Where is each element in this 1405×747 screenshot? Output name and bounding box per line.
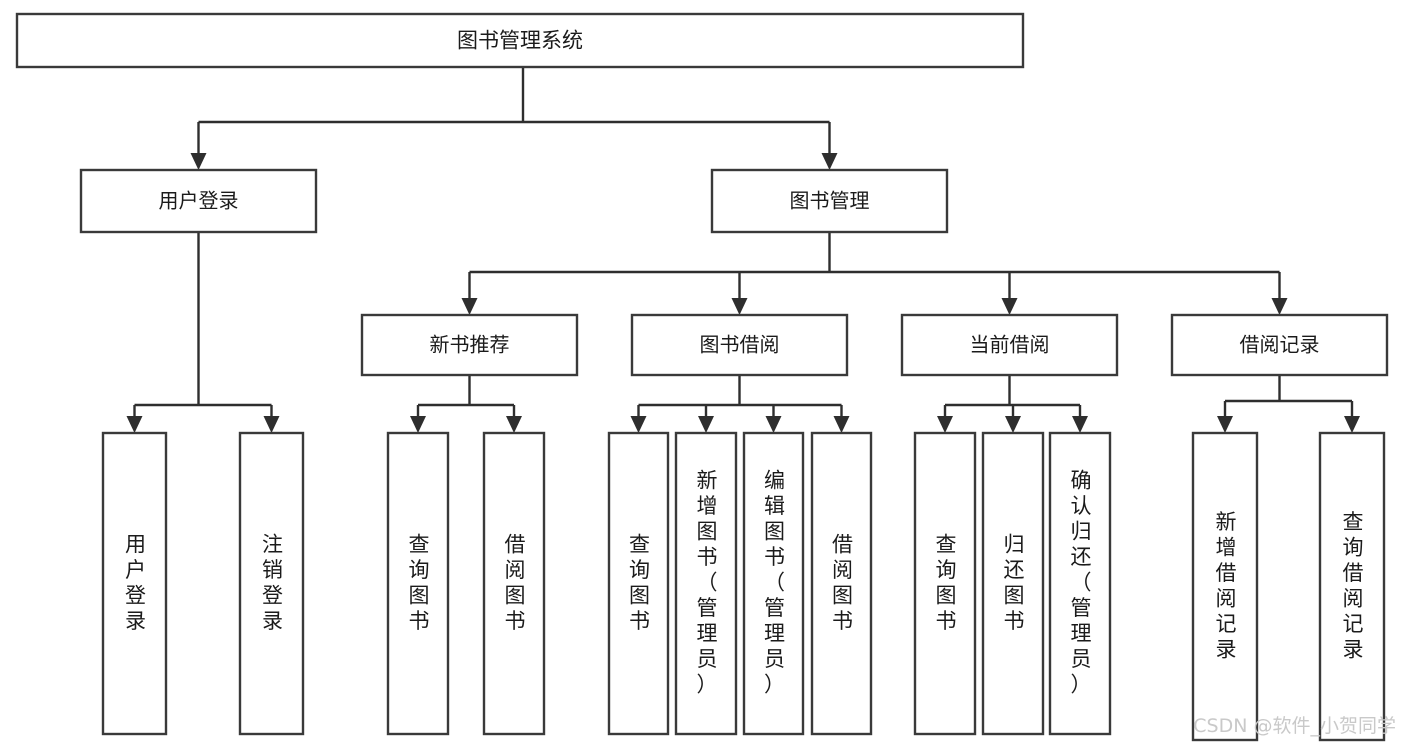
leaf-leaf-return-book-label: 归还图书 [1004,532,1025,633]
branch-2-arrowhead [1001,298,1018,315]
leaf-leaf-query-book-borrow-label: 查询图书 [629,532,650,633]
node-user-login[interactable]: 用户登录 [79,168,318,234]
branch-1-arrowhead [731,298,748,315]
branch-1-arrowhead [821,153,838,170]
node-new-book-recommend-label: 新书推荐 [430,333,510,357]
leaf-leaf-borrow-book-label: 借阅图书 [832,532,853,633]
leaf-leaf-query-borrow-record-label: 查询借阅记录 [1343,510,1364,662]
node-user-login-label: 用户登录 [159,189,239,213]
node-layer: 图书管理系统用户登录图书管理新书推荐图书借阅当前借阅借阅记录用户登录注销登录查询… [15,12,1389,742]
node-current-borrow[interactable]: 当前借阅 [900,313,1119,377]
node-new-book-recommend-box [360,313,579,377]
leaf-leaf-return-book-box [981,431,1045,736]
branch-0-arrowhead [630,416,647,433]
csdn-watermark: CSDN @软件_小贺同学 [1193,715,1396,737]
branch-0-arrowhead [126,416,143,433]
leaf-leaf-query-book-current[interactable]: 查询图书 [913,431,977,736]
node-root-box [15,12,1025,69]
node-book-borrow[interactable]: 图书借阅 [630,313,849,377]
branch-1-arrowhead [506,416,522,433]
leaf-leaf-query-book-borrow[interactable]: 查询图书 [607,431,670,736]
branch-3-arrowhead [833,416,850,433]
branch-0-arrowhead [410,416,426,433]
node-book-management[interactable]: 图书管理 [710,168,949,234]
branch-0-arrowhead [190,153,207,170]
branch-0-arrowhead [937,416,953,433]
branch-0-arrowhead [461,298,478,315]
leaf-leaf-borrow-book-recommend-label: 借阅图书 [505,532,526,633]
branch-2-arrowhead [765,416,782,433]
node-borrow-record[interactable]: 借阅记录 [1170,313,1389,377]
node-borrow-record-box [1170,313,1389,377]
leaf-leaf-borrow-book-box [810,431,873,736]
leaf-leaf-query-book-current-box [913,431,977,736]
node-borrow-record-label: 借阅记录 [1240,333,1320,357]
node-book-management-box [710,168,949,234]
leaf-leaf-confirm-return-admin-box [1048,431,1112,736]
node-book-management-label: 图书管理 [790,189,870,213]
leaf-leaf-query-book-recommend-box [386,431,450,736]
leaf-leaf-query-borrow-record-box [1318,431,1386,742]
branch-1-arrowhead [263,416,280,433]
branch-1-arrowhead [698,416,714,433]
leaf-leaf-edit-book-admin-label: 编辑图书（管理员） [764,469,785,697]
leaf-leaf-query-book-recommend-label: 查询图书 [409,532,430,633]
leaf-leaf-add-book-admin-label: 新增图书（管理员） [697,469,718,697]
leaf-leaf-user-logout-label: 注销登录 [262,532,283,633]
leaf-leaf-user-login[interactable]: 用户登录 [101,431,168,736]
leaf-leaf-user-logout-box [238,431,305,736]
node-user-login-box [79,168,318,234]
leaf-leaf-query-book-borrow-box [607,431,670,736]
branch-1-arrowhead [1005,416,1021,433]
branch-2-arrowhead [1072,416,1088,433]
node-root[interactable]: 图书管理系统 [15,12,1025,69]
leaf-leaf-borrow-book[interactable]: 借阅图书 [810,431,873,736]
leaf-leaf-add-borrow-record-box [1191,431,1259,742]
node-current-borrow-label: 当前借阅 [970,333,1050,357]
leaf-leaf-confirm-return-admin[interactable]: 确认归还（管理员） [1048,431,1112,736]
node-book-borrow-label: 图书借阅 [700,333,780,357]
connector-layer [126,67,1360,433]
leaf-leaf-return-book[interactable]: 归还图书 [981,431,1045,736]
branch-1-arrowhead [1344,416,1360,433]
leaf-leaf-add-book-admin[interactable]: 新增图书（管理员） [674,431,738,736]
leaf-leaf-edit-book-admin-box [742,431,805,736]
leaf-leaf-query-book-current-label: 查询图书 [936,532,957,633]
leaf-leaf-query-borrow-record[interactable]: 查询借阅记录 [1318,431,1386,742]
leaf-leaf-add-borrow-record[interactable]: 新增借阅记录 [1191,431,1259,742]
leaf-leaf-borrow-book-recommend[interactable]: 借阅图书 [482,431,546,736]
node-new-book-recommend[interactable]: 新书推荐 [360,313,579,377]
leaf-leaf-user-logout[interactable]: 注销登录 [238,431,305,736]
branch-0-arrowhead [1217,416,1233,433]
leaf-leaf-user-login-box [101,431,168,736]
leaf-leaf-borrow-book-recommend-box [482,431,546,736]
branch-3-arrowhead [1271,298,1288,315]
leaf-leaf-edit-book-admin[interactable]: 编辑图书（管理员） [742,431,805,736]
node-root-label: 图书管理系统 [457,29,583,53]
leaf-leaf-confirm-return-admin-label: 确认归还（管理员） [1071,469,1092,697]
node-book-borrow-box [630,313,849,377]
leaf-leaf-query-book-recommend[interactable]: 查询图书 [386,431,450,736]
node-current-borrow-box [900,313,1119,377]
leaf-leaf-add-borrow-record-label: 新增借阅记录 [1216,510,1237,662]
leaf-leaf-user-login-label: 用户登录 [125,532,146,633]
leaf-leaf-add-book-admin-box [674,431,738,736]
